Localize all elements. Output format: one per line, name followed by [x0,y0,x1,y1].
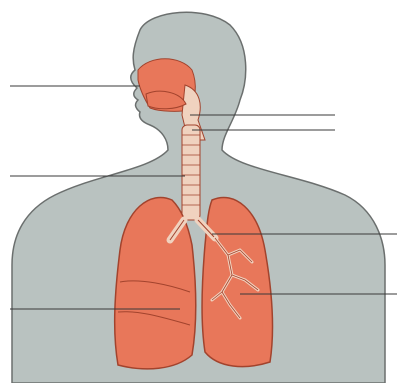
trachea [182,125,200,220]
